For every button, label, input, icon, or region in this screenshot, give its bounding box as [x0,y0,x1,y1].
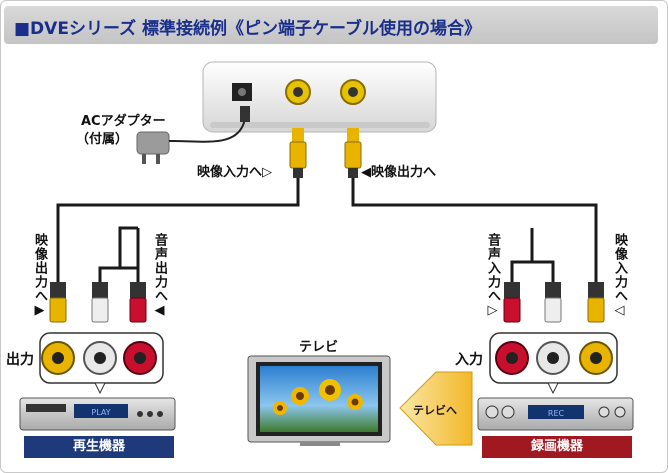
recorder-plugs [503,282,605,323]
to-tv-label: テレビへ [413,404,457,417]
player-output-panel [39,332,164,395]
recorder-video-in-label: 映像入力へ◁ [612,233,627,319]
input-label: 入力 [455,352,483,368]
player-audio-out-label: 音声出力へ◀ [152,233,167,319]
recorder-screen-text: REC [548,409,565,418]
plug-dve-video-out [344,128,362,178]
player-video-out-label: 映像出力へ▶ [32,233,47,319]
recorder-input-panel [489,332,618,395]
cables [56,178,598,282]
recorder-audio-in-label: 音声入力へ▷ [485,233,500,319]
recorder-device [477,397,634,431]
player-device [19,397,176,431]
recorder-badge: 録画機器 [482,436,632,458]
ac-adapter-label: ACアダプター [81,114,166,129]
video-in-arrow-label: 映像入力へ▷ [197,165,272,180]
plug-dve-video-in [289,128,307,178]
to-tv-arrow [399,371,473,446]
player-badge: 再生機器 [24,436,174,458]
video-out-arrow-label: ◀映像出力へ [361,165,436,180]
player-plugs [49,282,147,323]
diagram-title: ■DVEシリーズ 標準接続例《ピン端子ケーブル使用の場合》 [14,19,481,39]
player-screen-text: PLAY [91,408,110,417]
ac-adapter-note: （付属） [76,132,129,147]
tv-label: テレビ [299,340,339,355]
tv [247,355,391,446]
dve-unit [202,61,437,133]
title-bar: ■DVEシリーズ 標準接続例《ピン端子ケーブル使用の場合》 [4,6,658,44]
ac-adapter-icon [136,106,250,164]
output-label: 出力 [6,352,34,368]
